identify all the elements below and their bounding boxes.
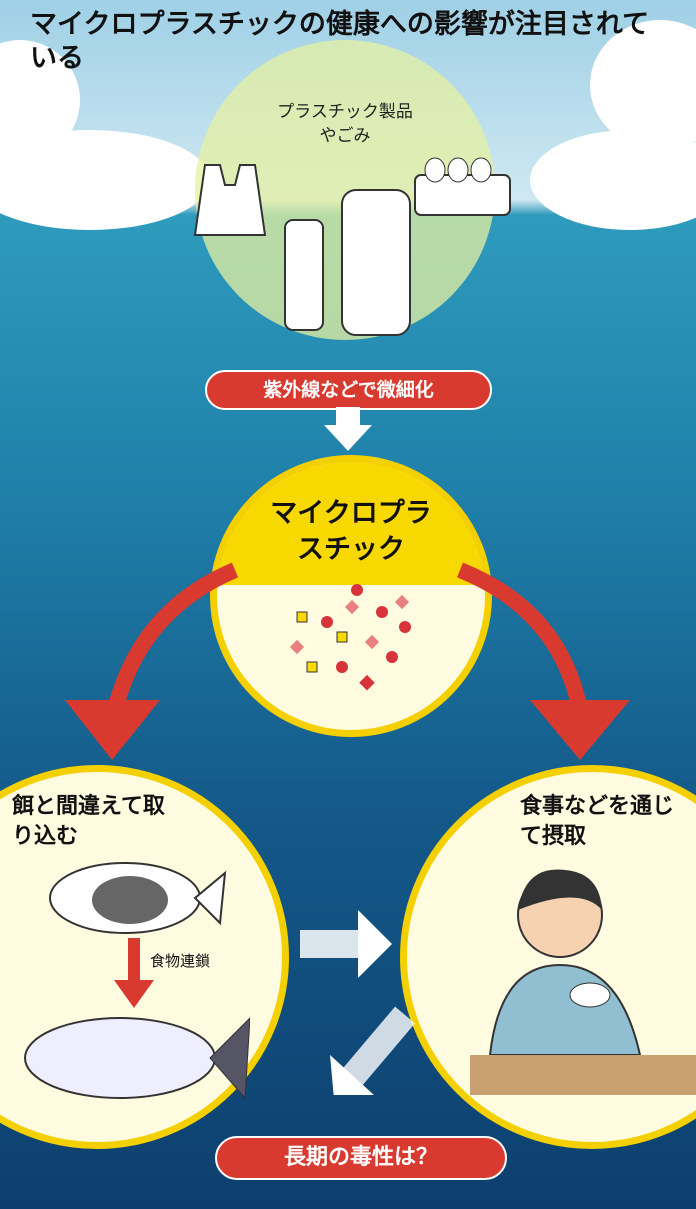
plastic-products-label: プラスチック製品やごみ (277, 102, 413, 146)
long-term-toxicity-label: 長期の毒性は？ (215, 1136, 507, 1180)
person-eating-icon (470, 869, 696, 1095)
flow-arrows-icon (300, 910, 415, 1095)
cloud (0, 130, 210, 230)
page-title: マイクロプラスチックの健康への影響が注目されている (30, 9, 650, 74)
particles-icon (289, 584, 411, 691)
microplastic-circle: マイクロプラスチック (210, 455, 492, 737)
fragmentation-label: 紫外線などで微細化 (205, 370, 492, 410)
cloud (590, 20, 696, 150)
ingestion-by-fish-label: 餌と間違えて取り込む (12, 794, 165, 849)
branch-arrows-icon (65, 562, 630, 760)
microplastic-label: マイクロプラスチック (270, 498, 432, 565)
cloud (530, 130, 696, 230)
human-intake-label: 食事などを通じて摂取 (520, 794, 675, 849)
down-arrow-icon (324, 407, 372, 451)
food-chain-label: 食物連鎖 (150, 952, 211, 970)
plastic-items-icon (193, 157, 511, 336)
fish-food-chain-icon (24, 862, 250, 1100)
